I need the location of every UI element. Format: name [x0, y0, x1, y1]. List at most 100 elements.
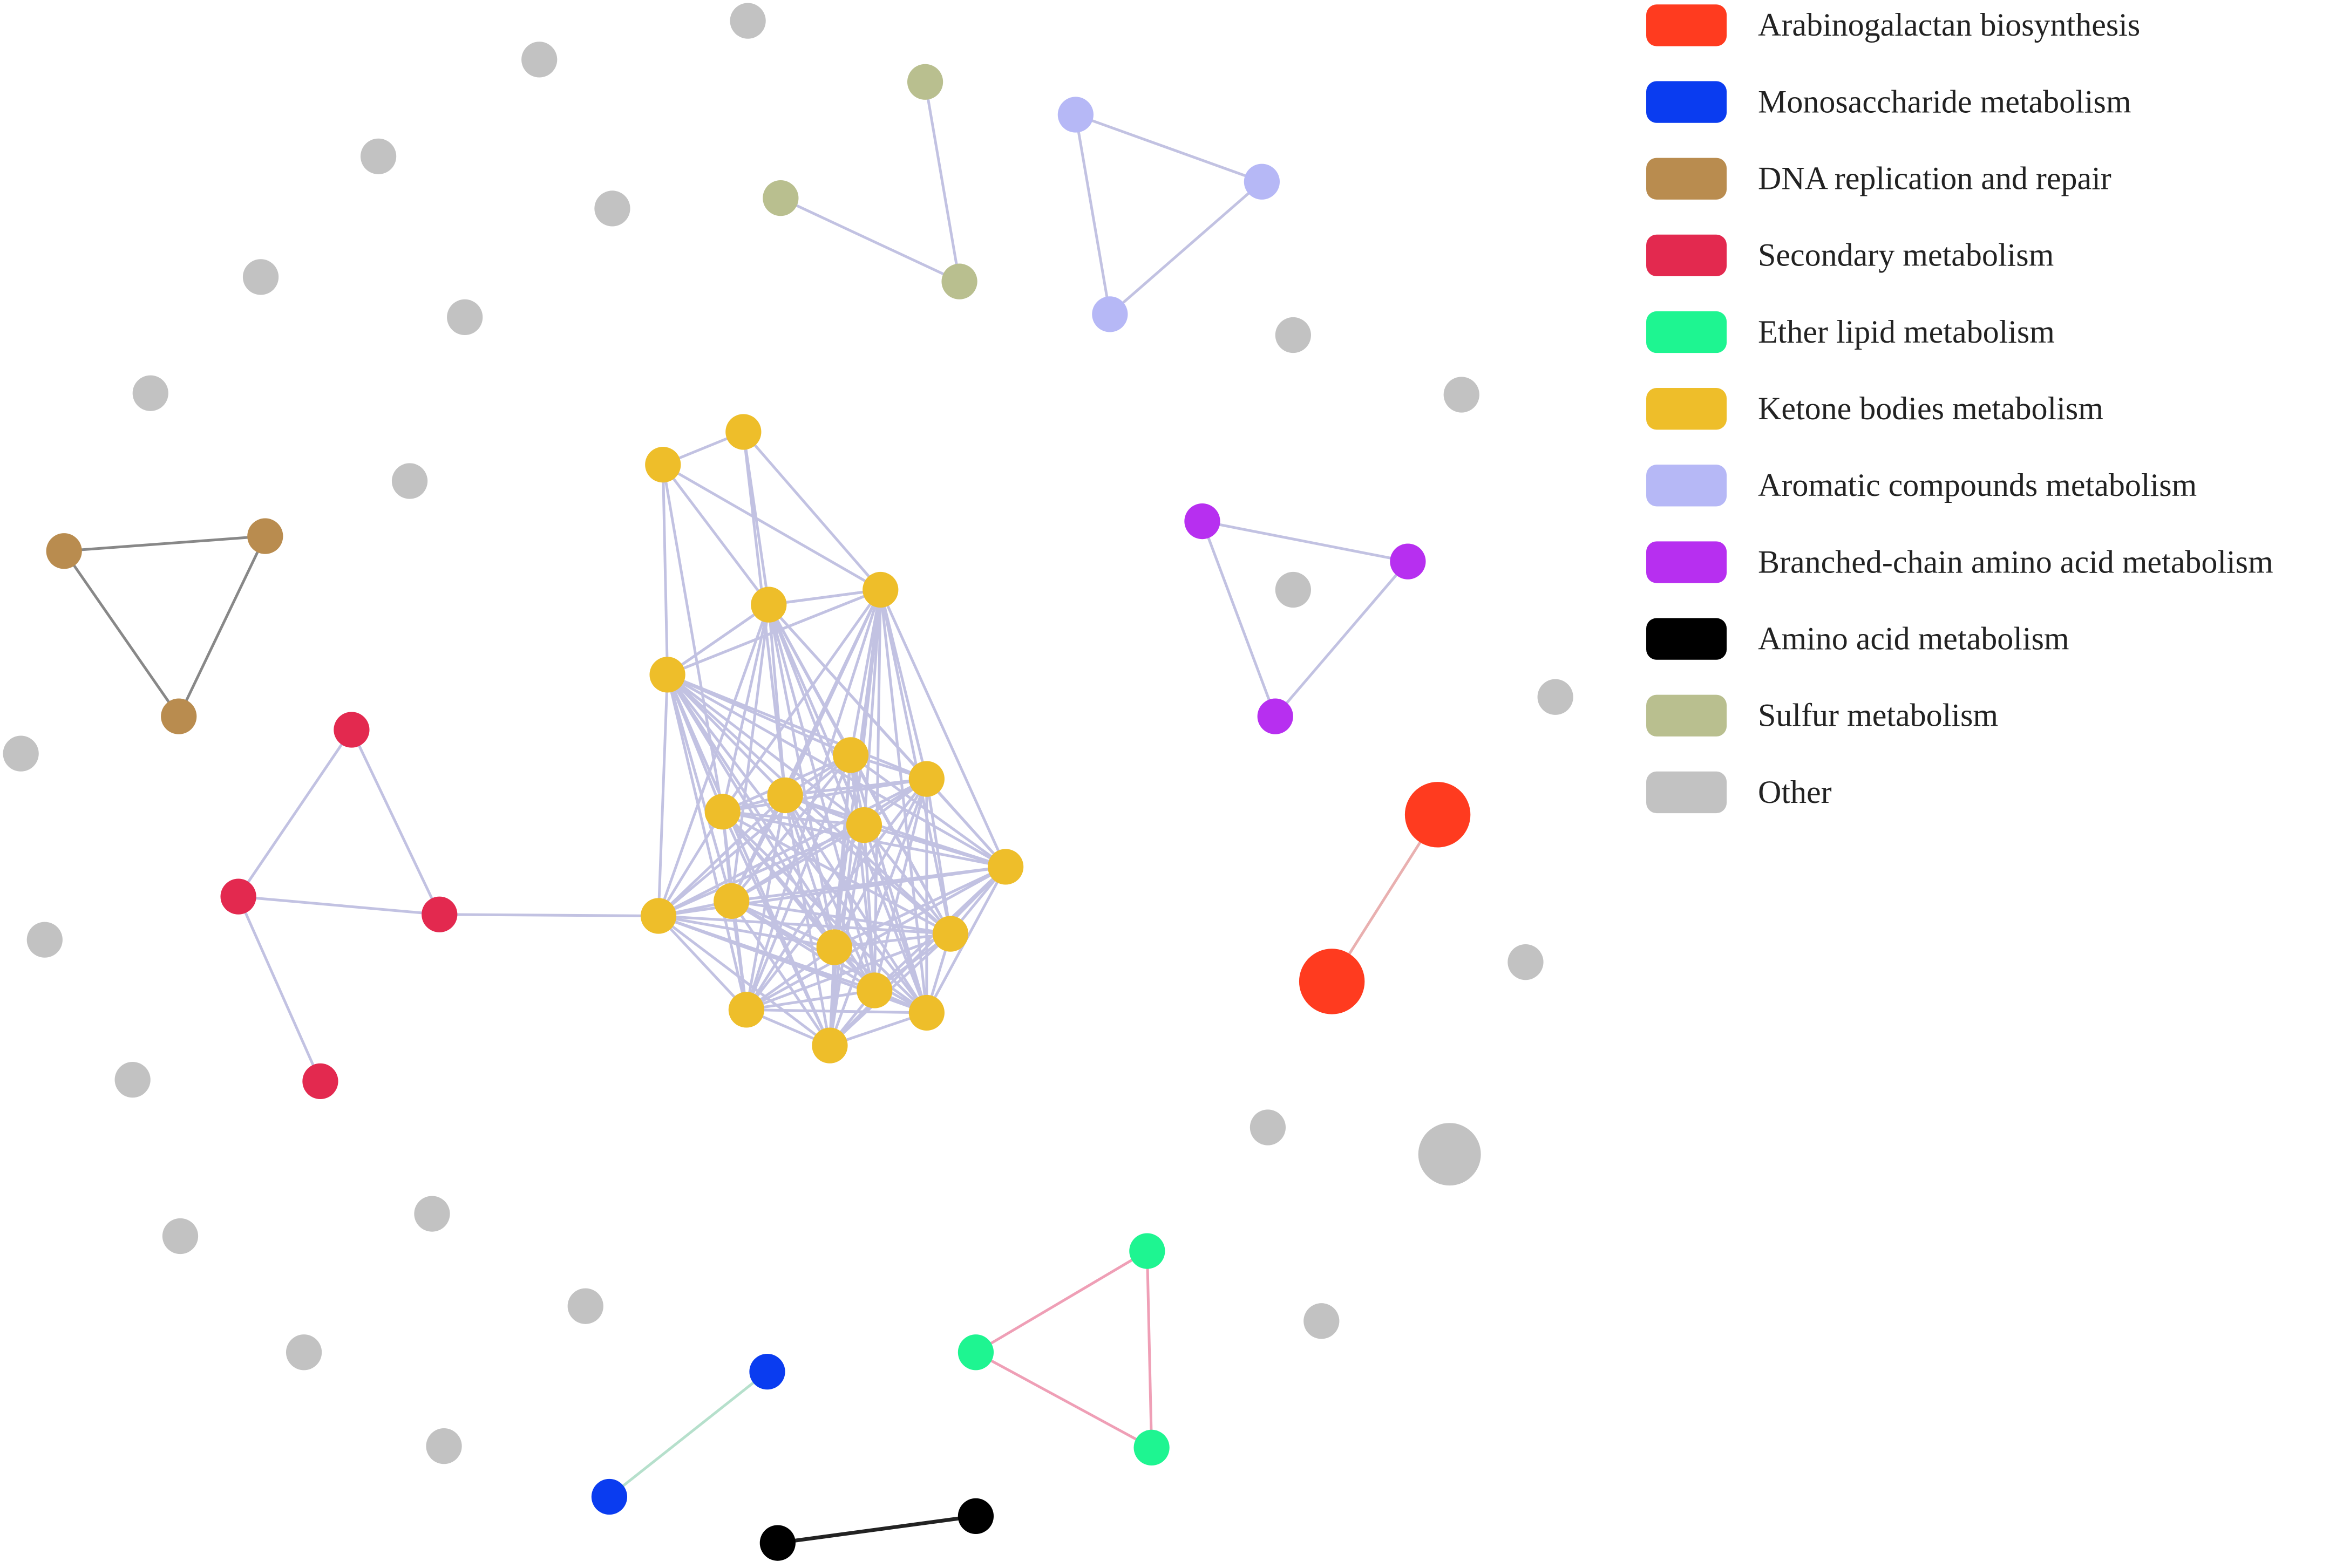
- node-dna-d3: [161, 698, 197, 734]
- edge-k8-k17: [745, 795, 787, 1010]
- node-arabinogalactan-r2: [1299, 949, 1365, 1014]
- node-dna-d2: [247, 518, 283, 554]
- node-other-o13: [3, 735, 39, 772]
- edge-k7-k19: [829, 778, 928, 1046]
- node-secondary-s3: [422, 896, 458, 932]
- edge-k5-k12: [657, 674, 669, 916]
- node-other-o3: [360, 138, 397, 174]
- node-other-o19: [414, 1196, 450, 1232]
- node-other-o17: [1250, 1109, 1286, 1146]
- node-aminoacid-x2: [958, 1498, 994, 1535]
- edge-b1-b3: [1201, 521, 1277, 717]
- node-other-o24: [426, 1428, 462, 1464]
- edge-k10-k11: [864, 823, 1006, 868]
- legend-label-arabinogalactan: Arabinogalactan biosynthesis: [1758, 7, 2140, 43]
- edge-k4-k6: [849, 589, 882, 755]
- legend-swatch-ether: [1646, 311, 1727, 353]
- edge-k5-k14: [666, 674, 836, 948]
- edge-k9-k18: [721, 810, 928, 1014]
- edge-k7-k9: [722, 778, 927, 813]
- edge-k9-k16: [721, 810, 876, 992]
- node-branched-b1: [1184, 503, 1220, 540]
- edge-k1-k9: [661, 464, 724, 812]
- node-other-o16: [114, 1062, 151, 1098]
- node-secondary-s4: [302, 1063, 338, 1100]
- edge-k6-k12: [657, 754, 852, 917]
- node-ketone-k7: [908, 761, 945, 797]
- edge-k8-k19: [784, 795, 831, 1046]
- node-ether-e2: [958, 1334, 994, 1371]
- node-other-o6: [447, 299, 483, 336]
- legend-swatch-dna: [1646, 158, 1727, 200]
- edge-k7-k12: [657, 778, 927, 917]
- edge-k16-k17: [746, 989, 875, 1011]
- edge-k1-k3: [662, 463, 770, 606]
- edge-k4-k5: [667, 588, 881, 676]
- edge-k13-k19: [730, 900, 831, 1047]
- edge-k4-k11: [879, 589, 1007, 868]
- edge-k9-k12: [657, 811, 724, 917]
- edge-k12-k15: [658, 915, 951, 936]
- edge-k12-k19: [657, 915, 831, 1047]
- node-ketone-k3: [751, 587, 787, 623]
- edge-s3-k12: [439, 913, 659, 918]
- node-other-o14: [26, 922, 63, 958]
- node-ether-e3: [1133, 1429, 1170, 1466]
- node-other-o23: [286, 1334, 322, 1371]
- node-other-o1: [730, 3, 766, 39]
- node-branched-b3: [1257, 698, 1293, 734]
- node-aromatic-a3: [1092, 296, 1128, 332]
- edge-k5-k17: [666, 674, 748, 1010]
- edge-k1-k4: [662, 463, 881, 591]
- node-ketone-k6: [832, 737, 869, 773]
- node-ketone-k4: [863, 571, 899, 608]
- node-ketone-k15: [932, 916, 969, 952]
- node-ketone-k19: [812, 1027, 848, 1063]
- edge-b2-b3: [1274, 560, 1409, 718]
- node-sulfur-u3: [941, 263, 977, 299]
- node-monosaccharide-m2: [591, 1478, 628, 1515]
- legend-swatch-aminoacid: [1646, 618, 1727, 660]
- edge-k14-k17: [745, 946, 836, 1011]
- legend-label-monosaccharide: Monosaccharide metabolism: [1758, 84, 2131, 119]
- edge-u1-u3: [923, 81, 961, 282]
- node-ketone-k5: [649, 657, 685, 693]
- node-other-o2: [521, 42, 558, 78]
- legend-label-ether: Ether lipid metabolism: [1758, 314, 2055, 350]
- edge-a1-a2: [1075, 113, 1262, 183]
- legend-swatch-ketone: [1646, 388, 1727, 430]
- edge-k3-k5: [667, 603, 770, 676]
- legend: Arabinogalactan biosynthesisMonosacchari…: [1646, 4, 2273, 814]
- node-aromatic-a1: [1057, 97, 1094, 133]
- legend-label-other: Other: [1758, 774, 1832, 810]
- edge-k5-k8: [666, 673, 786, 796]
- edge-x1-x2: [777, 1514, 976, 1545]
- edge-k12-k17: [657, 915, 748, 1011]
- edge-k6-k17: [745, 754, 852, 1011]
- node-other-o20: [162, 1218, 199, 1255]
- node-other-o10: [1443, 377, 1479, 413]
- edge-u2-u3: [780, 196, 960, 283]
- edge-k6-k16: [849, 755, 876, 991]
- node-ketone-k16: [857, 972, 893, 1008]
- legend-label-sulfur: Sulfur metabolism: [1758, 698, 1998, 733]
- legend-swatch-branched: [1646, 541, 1727, 583]
- node-other-o15: [1507, 944, 1544, 980]
- node-aromatic-a2: [1244, 163, 1280, 200]
- node-dna-d1: [46, 533, 82, 569]
- edge-s1-s3: [350, 729, 441, 915]
- legend-swatch-sulfur: [1646, 694, 1727, 737]
- edge-k3-k16: [767, 604, 876, 991]
- edge-k8-k14: [784, 795, 836, 948]
- node-other-o18: [1418, 1123, 1481, 1186]
- edges-layer: [63, 81, 1439, 1545]
- node-other-o22: [1303, 1303, 1340, 1339]
- edge-k13-k15: [731, 899, 951, 936]
- edge-k6-k11: [850, 754, 1007, 868]
- edge-k10-k13: [731, 823, 865, 903]
- legend-swatch-other: [1646, 771, 1727, 814]
- edge-m1-m2: [608, 1371, 769, 1498]
- edge-k10-k17: [745, 824, 866, 1011]
- edge-k13-k17: [730, 901, 748, 1010]
- node-ketone-k2: [725, 414, 762, 450]
